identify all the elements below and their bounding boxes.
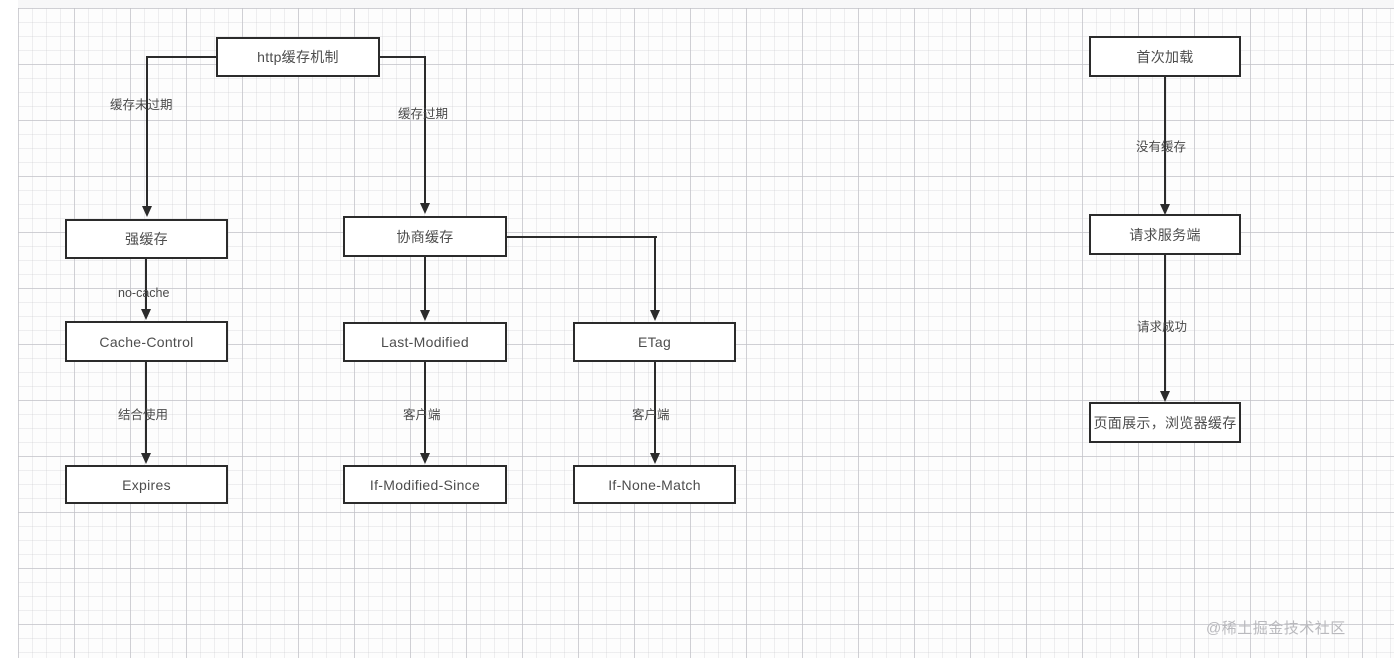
node-label: Last-Modified xyxy=(381,334,469,350)
edge-label-cache-not-expired: 缓存未过期 xyxy=(110,98,173,112)
edge-root-to-left-branch xyxy=(146,56,218,58)
edge-label-request-success: 请求成功 xyxy=(1137,320,1188,334)
node-last-modified[interactable]: Last-Modified xyxy=(343,322,507,362)
edge-cache-control-to-expires xyxy=(145,362,147,453)
node-label: 协商缓存 xyxy=(396,228,454,245)
edge-negotiate-to-last-modified xyxy=(424,257,426,310)
node-http-cache-mechanism[interactable]: http缓存机制 xyxy=(216,37,380,77)
edge-etag-to-if-none-match xyxy=(654,362,656,453)
node-label: 首次加载 xyxy=(1136,48,1194,65)
arrowhead-to-negotiate-cache xyxy=(420,203,430,214)
edge-label-client-right: 客户端 xyxy=(632,408,670,422)
edge-label-cache-expired: 缓存过期 xyxy=(398,107,449,121)
node-request-server[interactable]: 请求服务端 xyxy=(1089,214,1241,255)
edge-first-load-to-request-server xyxy=(1164,77,1166,204)
edge-label-no-cache-exists: 没有缓存 xyxy=(1136,140,1187,154)
arrowhead-to-page-display xyxy=(1160,391,1170,402)
node-label: If-Modified-Since xyxy=(369,476,481,493)
edge-label-no-cache: no-cache xyxy=(118,286,170,300)
watermark-text: @稀土掘金技术社区 xyxy=(1206,620,1346,637)
node-label: Cache-Control xyxy=(99,333,194,350)
top-margin-strip xyxy=(0,0,1394,8)
node-negotiate-cache[interactable]: 协商缓存 xyxy=(343,216,507,257)
node-if-modified-since[interactable]: If-Modified-Since xyxy=(343,465,507,504)
arrowhead-to-request-server xyxy=(1160,204,1170,215)
edge-right-branch-vertical xyxy=(424,56,426,203)
arrowhead-to-expires xyxy=(141,453,151,464)
node-label: ETag xyxy=(637,334,672,350)
node-label: 页面展示，浏览器缓存 xyxy=(1093,414,1237,431)
node-label: http缓存机制 xyxy=(257,49,339,65)
node-label: 强缓存 xyxy=(125,231,168,247)
node-expires[interactable]: Expires xyxy=(65,465,228,504)
node-page-display[interactable]: 页面展示，浏览器缓存 xyxy=(1089,402,1241,443)
arrowhead-to-last-modified xyxy=(420,310,430,321)
edge-label-combined-use: 结合使用 xyxy=(118,408,169,422)
arrowhead-to-strong-cache xyxy=(142,206,152,217)
node-strong-cache[interactable]: 强缓存 xyxy=(65,219,228,259)
edge-negotiate-to-etag-horizontal xyxy=(505,236,657,238)
edge-left-branch-vertical xyxy=(146,56,148,206)
left-margin-strip xyxy=(0,0,18,658)
arrowhead-to-etag xyxy=(650,310,660,321)
node-label: 请求服务端 xyxy=(1129,226,1201,243)
edge-strong-cache-to-cache-control xyxy=(145,259,147,309)
arrowhead-to-if-modified-since xyxy=(420,453,430,464)
node-if-none-match[interactable]: If-None-Match xyxy=(573,465,736,504)
node-cache-control[interactable]: Cache-Control xyxy=(65,321,228,362)
edge-negotiate-to-etag-vertical xyxy=(654,236,656,310)
edge-last-modified-to-if-modified-since xyxy=(424,362,426,453)
node-first-load[interactable]: 首次加载 xyxy=(1089,36,1241,77)
edge-request-server-to-page-display xyxy=(1164,255,1166,391)
arrowhead-to-cache-control xyxy=(141,309,151,320)
node-label: Expires xyxy=(122,476,171,493)
arrowhead-to-if-none-match xyxy=(650,453,660,464)
edge-root-to-right-branch xyxy=(378,56,426,58)
node-label: If-None-Match xyxy=(608,476,701,493)
node-etag[interactable]: ETag xyxy=(573,322,736,362)
edge-label-client-left: 客户端 xyxy=(403,408,441,422)
